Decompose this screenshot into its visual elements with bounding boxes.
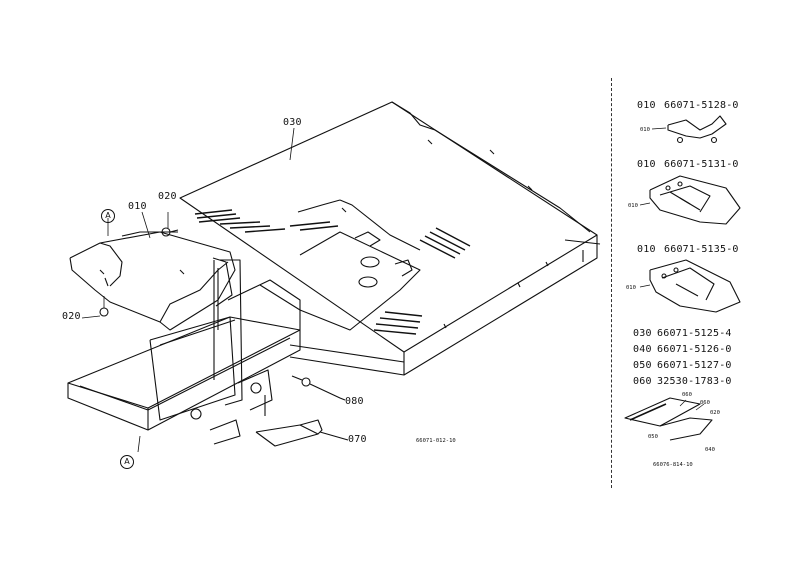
inset-part-1 bbox=[651, 115, 727, 144]
figure-code-inset: 66076-814-10 bbox=[653, 462, 693, 468]
inset-part-2 bbox=[639, 175, 741, 225]
bolt-080 bbox=[291, 375, 346, 401]
part-ref-6: 050 bbox=[633, 360, 652, 371]
reference-a-top: A bbox=[101, 209, 115, 223]
figure-code-main: 66071-012-10 bbox=[416, 438, 456, 444]
floor-plate-030 bbox=[179, 101, 601, 376]
part-no-6: 66071-5127-0 bbox=[657, 360, 732, 371]
callout-020-top: 020 bbox=[158, 191, 177, 202]
inset4-callout-020: 020 bbox=[710, 410, 720, 416]
inset-part-3 bbox=[639, 259, 741, 313]
inset4-callout-040: 040 bbox=[705, 447, 715, 453]
part-ref-2: 010 bbox=[637, 159, 656, 170]
reference-a-bottom: A bbox=[120, 455, 134, 469]
part-ref-7: 060 bbox=[633, 376, 652, 387]
part-ref-5: 040 bbox=[633, 344, 652, 355]
bolt-020-left bbox=[81, 296, 109, 319]
part-no-3: 66071-5135-0 bbox=[664, 244, 739, 255]
bolt-020-top bbox=[161, 212, 179, 237]
section-divider bbox=[611, 78, 612, 488]
part-no-5: 66071-5126-0 bbox=[657, 344, 732, 355]
part-no-4: 66071-5125-4 bbox=[657, 328, 732, 339]
frame-tray bbox=[67, 259, 301, 445]
inset3-callout: 010 bbox=[626, 285, 636, 291]
callout-030: 030 bbox=[283, 117, 302, 128]
callout-070: 070 bbox=[348, 434, 367, 445]
part-no-7: 32530-1783-0 bbox=[657, 376, 732, 387]
bracket-070 bbox=[255, 419, 349, 447]
part-ref-4: 030 bbox=[633, 328, 652, 339]
part-no-1: 66071-5128-0 bbox=[664, 100, 739, 111]
callout-010: 010 bbox=[128, 201, 147, 212]
callout-020-left: 020 bbox=[62, 311, 81, 322]
inset-part-4 bbox=[624, 397, 713, 441]
inset4-callout-060a: 060 bbox=[682, 392, 692, 398]
part-ref-3: 010 bbox=[637, 244, 656, 255]
part-no-2: 66071-5131-0 bbox=[664, 159, 739, 170]
inset2-callout: 010 bbox=[628, 203, 638, 209]
part-ref-1: 010 bbox=[637, 100, 656, 111]
tunnel-cover-010 bbox=[69, 231, 236, 331]
inset1-callout: 010 bbox=[640, 127, 650, 133]
inset4-callout-060b: 060 bbox=[700, 400, 710, 406]
inset4-callout-050: 050 bbox=[648, 434, 658, 440]
callout-080: 080 bbox=[345, 396, 364, 407]
